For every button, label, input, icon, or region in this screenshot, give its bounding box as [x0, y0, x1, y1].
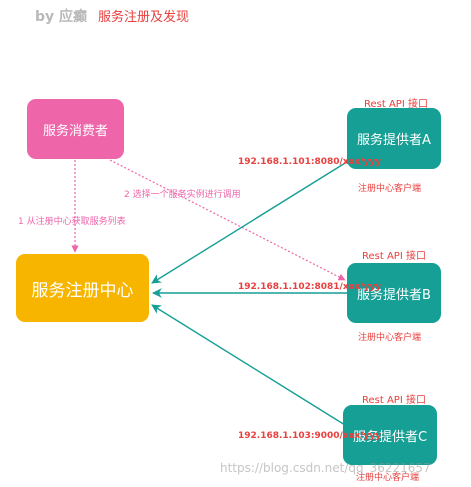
service-consumer-node: 服务消费者	[27, 99, 124, 159]
author-label: by 应癫	[35, 9, 88, 25]
register-arrow-c	[151, 304, 346, 426]
provider-b-node: 服务提供者B	[347, 263, 441, 323]
fetch-list-label: 1 从注册中心获取服务列表	[18, 217, 126, 227]
rest-api-label-c: Rest API 接口	[362, 395, 426, 406]
address-label-c: 192.168.1.103:9000/xxx/yyy	[238, 431, 382, 441]
rest-api-label-a: Rest API 接口	[364, 99, 428, 110]
diagram-title: 服务注册及发现	[98, 10, 190, 25]
provider-a-node: 服务提供者A	[347, 108, 441, 169]
choose-instance-label: 2 选择一个服务实例进行调用	[124, 190, 241, 200]
rest-api-label-b: Rest API 接口	[362, 251, 426, 262]
address-label-a: 192.168.1.101:8080/xxx/yyy	[238, 157, 382, 167]
register-arrow-a	[151, 159, 351, 284]
registry-client-label-c: 注册中心客户端	[356, 473, 420, 483]
registry-client-label-a: 注册中心客户端	[358, 184, 422, 194]
registry-client-label-b: 注册中心客户端	[358, 333, 422, 343]
service-registry-node: 服务注册中心	[16, 254, 149, 322]
watermark: https://blog.csdn.net/qq_36221657	[220, 461, 431, 475]
address-label-b: 192.168.1.102:8081/xxx/yyy	[238, 282, 382, 292]
provider-c-node: 服务提供者C	[343, 405, 437, 465]
